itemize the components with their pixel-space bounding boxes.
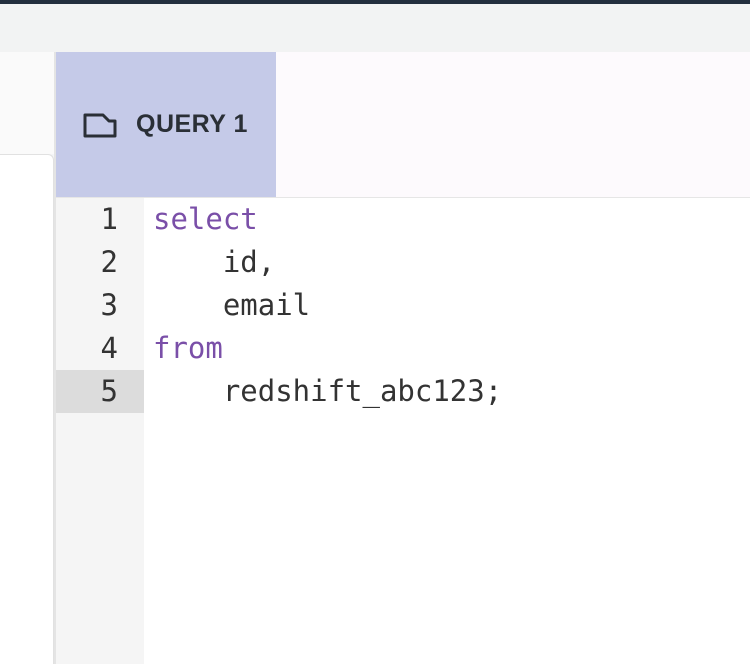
left-sidebar-header: [0, 52, 54, 154]
line-number-active: 5: [56, 370, 144, 413]
line-number: 4: [100, 331, 118, 365]
tab-label: QUERY 1: [136, 110, 248, 138]
query-tab-bar: QUERY 1: [56, 52, 750, 198]
code-line-active[interactable]: redshift_abc123;: [153, 374, 503, 408]
folder-icon: [82, 111, 118, 139]
tab-query-1[interactable]: QUERY 1: [56, 52, 276, 197]
line-number: 2: [100, 245, 118, 279]
code-line[interactable]: id,: [153, 245, 276, 279]
panel-resize-handle[interactable]: [54, 52, 56, 664]
code-line[interactable]: from: [153, 331, 223, 365]
code-line[interactable]: select: [153, 202, 258, 236]
code-line[interactable]: email: [153, 288, 311, 322]
line-number-gutter: 1 2 3 4 5: [56, 198, 144, 664]
left-sidebar-panel: [0, 154, 54, 664]
line-number: 3: [100, 288, 118, 322]
top-navigation-bar: [0, 0, 750, 4]
sql-editor[interactable]: 1 2 3 4 5 select id, email from redshift…: [56, 198, 750, 664]
line-number: 1: [100, 202, 118, 236]
toolbar: [0, 4, 750, 52]
